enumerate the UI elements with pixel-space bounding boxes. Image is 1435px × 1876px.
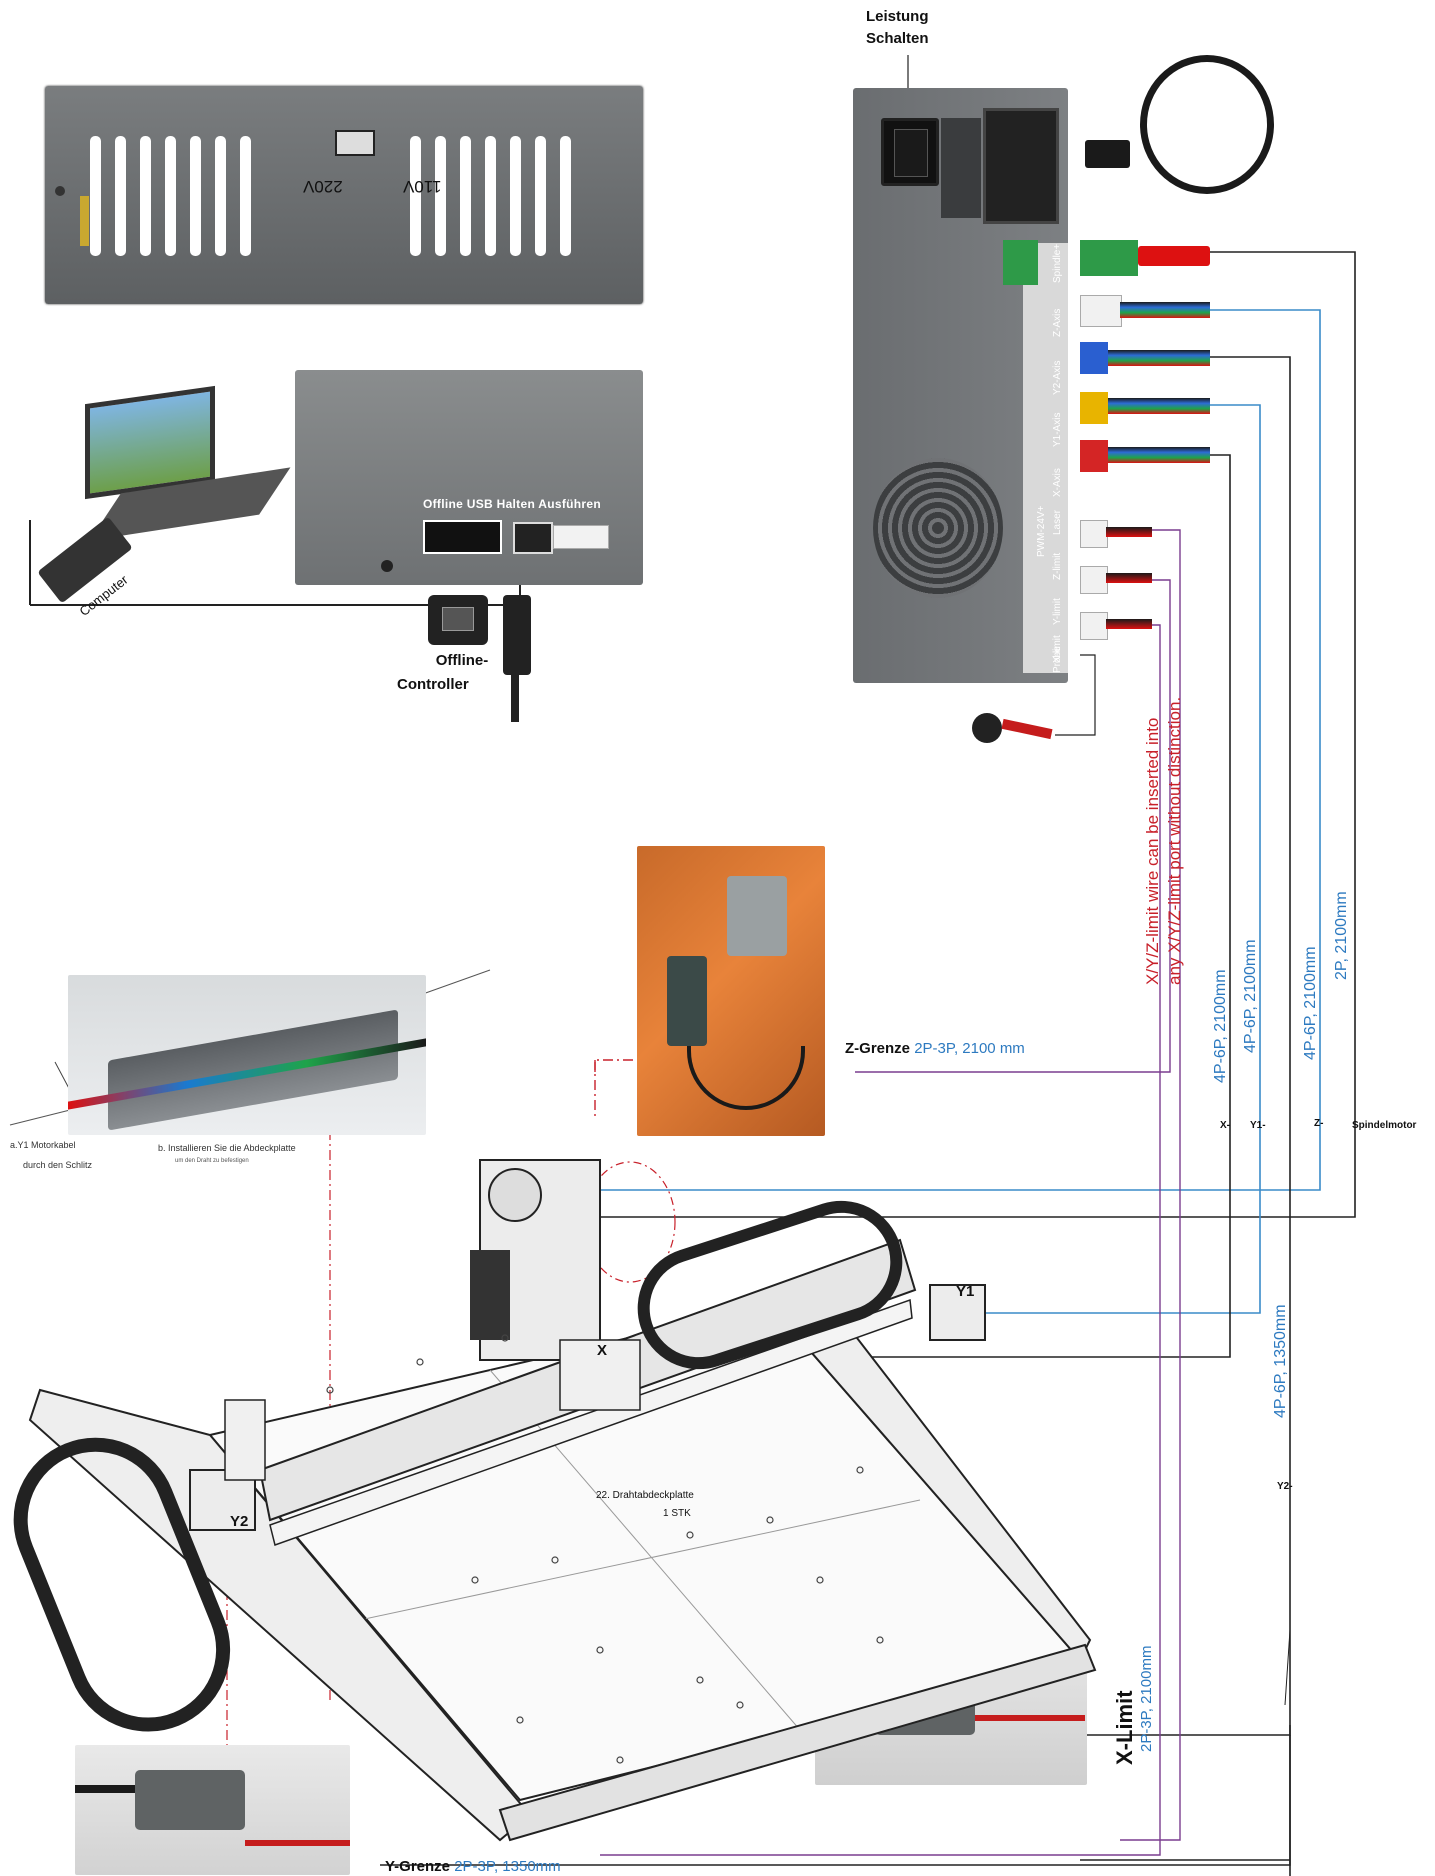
y1-motor-icon [929,1284,986,1341]
z-axis-wire [560,309,1321,1191]
control-box [853,88,1068,683]
fan-icon [873,458,1003,598]
usb-port[interactable] [513,522,553,554]
terminal-strip [1023,243,1068,673]
wire-cover-photo [68,975,426,1135]
x-limit-wire [1120,529,1181,1841]
offline-port[interactable] [423,520,502,554]
z-limit-photo [637,846,825,1136]
y-limit-photo [75,1745,350,1875]
power-supply-panel: 110V 220V [45,86,643,304]
controller-buttons-label: Offline USB Halten Ausführen [423,497,601,511]
plate-label-line1: 22. Drahtabdeckplatte [596,1490,694,1501]
front-rail [498,1643,1097,1842]
y1-motor-label: Y1 [956,1283,975,1300]
instruction-a-line1: a.Y1 Motorkabel [10,1140,76,1150]
usb-b-cable-icon [503,595,531,675]
power-label-line1: Leistung [866,8,929,25]
y2-axis-wire [1080,356,1291,1861]
x-motor-icon [559,1339,641,1411]
tag-z-minus: Z- [1314,1118,1324,1129]
voltage-switch[interactable] [335,130,375,156]
instruction-a-line2: durch den Schlitz [23,1160,93,1170]
z-limit-name: Z-Grenze [845,1040,911,1057]
probe-clip-icon [972,713,1002,743]
instruction-b-line1: b. Installieren Sie die Abdeckplatte [158,1143,296,1153]
y1-axis-connector [1080,392,1108,424]
y-limit-connector [1080,566,1108,594]
screw-icon [381,560,393,572]
offline-label-line2: Controller [397,676,469,693]
tag-y2-minus: Y2- [1277,1481,1293,1492]
spindle-terminal[interactable] [1003,240,1038,285]
offline-label-line1: Offline- [435,652,489,669]
offline-controller-icon [428,595,488,645]
power-label-line2: Schalten [866,30,929,47]
stepper-motor-z-icon [470,1250,510,1340]
z-limit-wire [855,579,1171,1073]
drag-chain-right [637,1200,903,1370]
power-switch[interactable] [881,118,939,186]
y-limit-wire [600,624,1161,1856]
plate-label-line2: 1 STK [663,1508,691,1519]
y2-axis-connector [1080,342,1108,374]
spindle-connector [1080,240,1138,276]
instruction-b-line2: um den Draht zu befestigen [175,1158,249,1164]
controller-back-panel: Offline USB Halten Ausführen [295,370,643,585]
z-limit-caption: Z-Grenze 2P-3P, 2100 mm [845,1040,1025,1057]
tag-y1-minus: Y1- [1250,1120,1266,1131]
spindle-wire [560,251,1356,1218]
tag-spindelmotor: Spindelmotor [1352,1120,1417,1131]
fuse-icon [80,196,89,246]
y1-axis-wire [950,404,1261,1314]
spindle-motor-icon [488,1168,542,1222]
y-limit-spec: 2P-3P, 1350mm [454,1858,561,1875]
x-axis-wire [620,454,1231,1358]
control-button-connector[interactable] [553,525,609,549]
y2-motor-label: Y2 [230,1513,249,1530]
screw-icon [55,186,65,196]
tag-x-minus: X- [1220,1120,1230,1131]
power-socket[interactable] [983,108,1059,224]
x-motor-label: X [597,1342,608,1359]
y-limit-name: Y-Grenze [385,1858,451,1875]
power-cord-icon [1140,55,1274,194]
y-limit-caption: Y-Grenze 2P-3P, 1350mm [385,1858,561,1875]
x-axis-connector [1080,440,1108,472]
drag-chain-left [13,1437,231,1732]
z-limit-spec: 2P-3P, 2100 mm [914,1040,1025,1057]
